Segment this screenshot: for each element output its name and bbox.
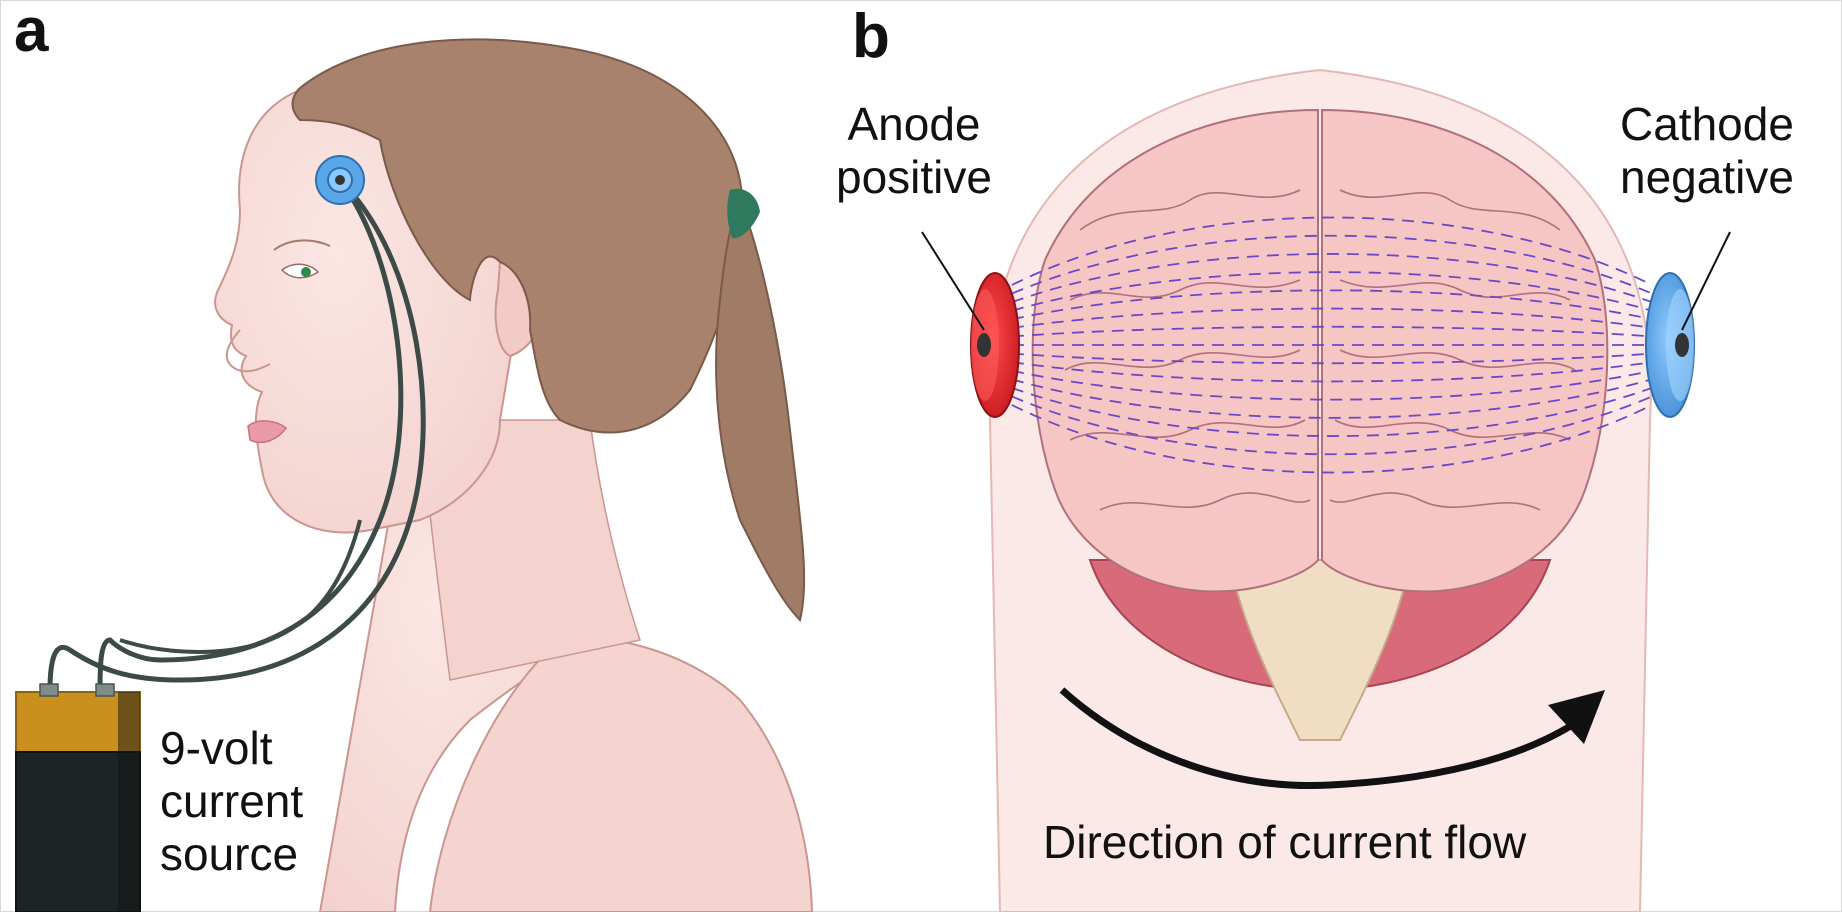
anode-pointer bbox=[922, 232, 984, 330]
cathode-label-line-1: Cathode bbox=[1620, 98, 1794, 151]
battery-icon bbox=[16, 684, 140, 912]
hair-tie bbox=[727, 189, 760, 238]
eye-iris bbox=[301, 267, 311, 277]
panel-letter-b: b bbox=[852, 6, 890, 68]
anode-label: Anode positive bbox=[836, 98, 992, 204]
panel-b-illustration bbox=[922, 70, 1730, 912]
anode-label-line-2: positive bbox=[836, 151, 992, 204]
cathode-label: Cathode negative bbox=[1620, 98, 1794, 204]
battery-label-line-1: 9-volt bbox=[160, 722, 303, 775]
anode-electrode-icon bbox=[971, 273, 1019, 417]
cathode-electrode-icon bbox=[1646, 273, 1694, 417]
anode-label-line-1: Anode bbox=[836, 98, 992, 151]
battery-label-line-2: current bbox=[160, 775, 303, 828]
current-flow-label: Direction of current flow bbox=[1043, 816, 1526, 869]
cathode-label-line-2: negative bbox=[1620, 151, 1794, 204]
electrode-icon bbox=[316, 156, 364, 204]
panel-letter-a: a bbox=[14, 0, 48, 62]
cathode-pointer bbox=[1682, 232, 1730, 330]
battery-label-line-3: source bbox=[160, 828, 303, 881]
battery-label: 9-volt current source bbox=[160, 722, 303, 881]
wire-3 bbox=[120, 520, 360, 652]
ponytail bbox=[716, 200, 804, 620]
panel-a-illustration bbox=[16, 39, 812, 912]
